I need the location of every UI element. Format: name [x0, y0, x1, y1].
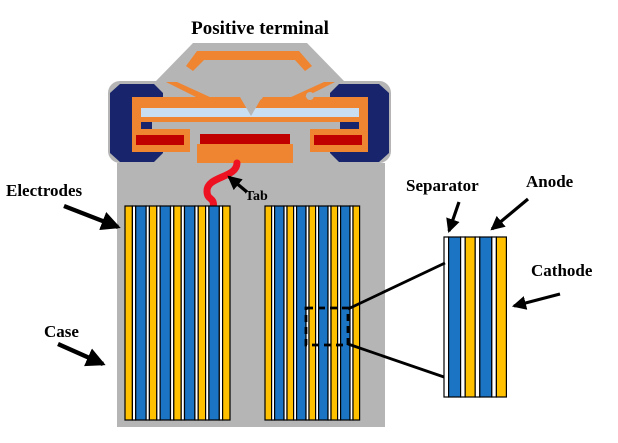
anode-stripe [448, 236, 462, 398]
separator-stripe [460, 236, 466, 398]
anode-arrow [490, 197, 530, 231]
vent-dimple-right [306, 92, 314, 100]
label-case: Case [44, 322, 79, 341]
zoom-region-box [304, 306, 350, 347]
cathode-stripe [330, 205, 339, 421]
terminal-dome [156, 43, 344, 81]
separator-stripe [491, 236, 497, 398]
callout-line-bottom [347, 342, 445, 379]
cathode-stripe [264, 205, 273, 421]
tab-arrow [227, 175, 249, 194]
anode-stripe [340, 205, 351, 421]
cathode-stripe [352, 205, 361, 421]
electrode-stack-left [124, 205, 231, 421]
label-electrodes: Electrodes [6, 181, 83, 200]
anode-stripe [159, 205, 172, 421]
anode-stripe [296, 205, 307, 421]
terminal-plate-center [197, 144, 293, 163]
cathode-stripe [222, 205, 231, 421]
separator-arrow [446, 201, 461, 233]
anode-stripe [135, 205, 147, 421]
plate-side-left [132, 97, 141, 152]
cathode-stripe [124, 205, 134, 421]
anode-stripe [208, 205, 220, 421]
seal-bar-right [314, 135, 362, 145]
label-separator: Separator [406, 176, 479, 195]
label-anode: Anode [526, 172, 574, 191]
cathode-stripe [197, 205, 207, 421]
electrode-stack-middle [264, 205, 361, 421]
electrodes-arrow [63, 203, 121, 231]
seal-bar-left [136, 135, 184, 145]
case-arrow [57, 341, 106, 367]
connector-left [166, 82, 212, 98]
cathode-stripe [173, 205, 182, 421]
cathode-stripe [308, 205, 317, 421]
label-cathode: Cathode [531, 261, 593, 280]
tab-lead [203, 159, 241, 209]
label-tab: Tab [245, 189, 268, 204]
plate-under-flange [134, 117, 366, 122]
anode-stripe [274, 205, 285, 421]
anode-stripe [479, 236, 493, 398]
separator-stripe [474, 236, 481, 398]
cathode-stripe [495, 236, 507, 398]
cathode-stripe [464, 236, 476, 398]
connector-right [289, 82, 335, 98]
cathode-arrow [511, 292, 561, 310]
anode-stripe [318, 205, 329, 421]
seal-bar-center [200, 134, 290, 144]
cathode-stripe [286, 205, 295, 421]
plate-side-right [359, 97, 368, 152]
callout-line-top [347, 261, 446, 311]
cathode-stripe [148, 205, 158, 421]
separator-stripe [443, 236, 450, 398]
terminal-contact-band [186, 51, 312, 71]
label-positive-terminal: Positive terminal [191, 18, 329, 39]
anode-stripe [183, 205, 196, 421]
vent-notch [240, 97, 262, 116]
electrode-stack-detail [443, 236, 507, 398]
